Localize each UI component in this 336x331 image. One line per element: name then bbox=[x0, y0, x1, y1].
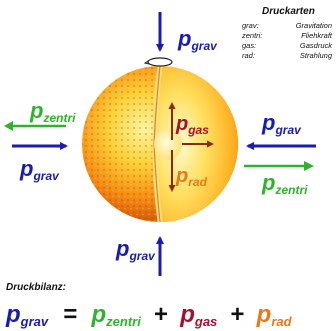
p-grav-bottom-label: pgrav bbox=[115, 236, 156, 263]
rotation-arrow-icon bbox=[143, 60, 150, 65]
eq-p-grav: pgrav bbox=[5, 301, 49, 329]
eq-p-rad: prad bbox=[256, 301, 293, 329]
p-rad-label: prad bbox=[175, 165, 208, 189]
legend-title: Druckarten bbox=[262, 6, 315, 17]
sun-sphere bbox=[82, 65, 238, 223]
p-zentri-left-label: pzentri bbox=[29, 98, 76, 125]
arrow-zentri-left-head bbox=[4, 121, 13, 131]
p-grav-left-label: pgrav bbox=[19, 156, 60, 183]
legend-value: Fliehkraft bbox=[301, 31, 333, 40]
p-grav-right-label: pgrav bbox=[261, 110, 302, 137]
legend-value: Gravitation bbox=[296, 21, 332, 30]
legend-value: Strahlung bbox=[300, 51, 333, 60]
arrow-zentri-right-head bbox=[304, 161, 314, 171]
eq-plus: + bbox=[154, 301, 168, 328]
p-gas-label: pgas bbox=[175, 113, 209, 137]
sun-core bbox=[154, 128, 182, 160]
legend-key: rad: bbox=[242, 51, 255, 60]
eq-equals: = bbox=[63, 301, 77, 328]
eq-plus: + bbox=[230, 301, 244, 328]
legend-key: zentri: bbox=[241, 31, 262, 40]
p-zentri-right-label: pzentri bbox=[261, 170, 308, 197]
eq-p-zentri: pzentri bbox=[91, 301, 142, 329]
eq-p-gas: pgas bbox=[179, 301, 217, 329]
rotation-ring bbox=[147, 57, 173, 67]
interior-arrows bbox=[168, 102, 214, 192]
balance-equation: pgrav = pzentri + pgas + prad bbox=[5, 301, 293, 331]
legend-value: Gasdruck bbox=[300, 41, 333, 50]
legend: Druckarten grav: Gravitation zentri: Fli… bbox=[241, 6, 333, 60]
legend-key: gas: bbox=[242, 41, 256, 50]
legend-key: grav: bbox=[242, 21, 259, 30]
p-grav-top-label: pgrav bbox=[177, 26, 218, 53]
balance-title: Druckbilanz: bbox=[6, 282, 66, 293]
